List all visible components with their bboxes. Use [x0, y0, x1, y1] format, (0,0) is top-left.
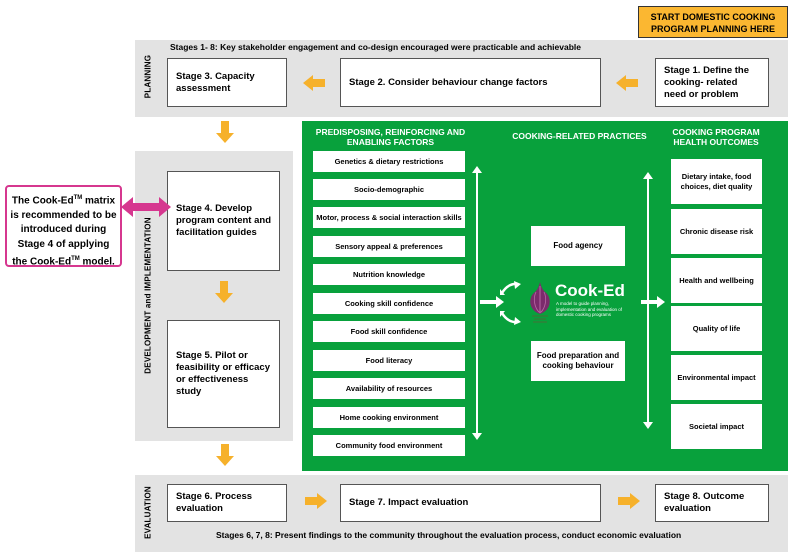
factor-item: Genetics & dietary restrictions	[313, 151, 465, 172]
arrow-right-7-to-8	[630, 493, 640, 509]
callout-tm-2: TM	[71, 256, 80, 263]
factor-item: Home cooking environment	[313, 407, 465, 428]
practices-heading: COOKING-RELATED PRACTICES	[512, 131, 647, 141]
factors-arrow-line	[476, 172, 478, 433]
logo-title: Cook-Ed	[555, 281, 625, 300]
practices-to-outcomes-arrow	[641, 296, 665, 308]
cook-ed-matrix-callout: The Cook-EdTM matrix is recommended to b…	[5, 185, 122, 268]
arrow-stem-7-to-8	[618, 497, 630, 505]
arrow-down-1	[216, 133, 234, 143]
outcomes-arrow-bottom	[643, 422, 653, 429]
factor-item: Nutrition knowledge	[313, 264, 465, 285]
arrow-left-2-to-3	[303, 75, 313, 91]
arrow-left-1-to-2	[616, 75, 626, 91]
arrow-down-3	[216, 456, 234, 466]
outcome-item: Societal impact	[671, 404, 762, 449]
factor-item: Food literacy	[313, 350, 465, 371]
callout-tm-1: TM	[73, 195, 83, 201]
outcomes-arrow-line	[647, 178, 649, 422]
top-note: Stages 1- 8: Key stakeholder engagement …	[170, 42, 581, 52]
start-line-2: PROGRAM PLANNING HERE	[650, 24, 775, 34]
stage-5-text: Stage 5. Pilot or feasibility or efficac…	[176, 350, 270, 397]
callout-line-5b: model.	[79, 256, 115, 268]
factor-item: Motor, process & social interaction skil…	[313, 207, 465, 228]
factors-arrow-top	[472, 166, 482, 173]
outcomes-heading: COOKING PROGRAM HEALTH OUTCOMES	[672, 127, 760, 147]
arrow-stem-6-to-7	[305, 497, 317, 505]
stage-2-box: Stage 2. Consider behaviour change facto…	[340, 58, 601, 107]
factor-item: Socio-demographic	[313, 179, 465, 200]
onion-icon	[530, 282, 550, 323]
arrow-stem-2-to-3	[313, 79, 325, 87]
stage-8-box: Stage 8. Outcome evaluation	[655, 484, 769, 522]
outcomes-arrow-top	[643, 172, 653, 179]
factor-item: Community food environment	[313, 435, 465, 456]
stage-2-text: Stage 2. Consider behaviour change facto…	[349, 76, 548, 88]
stage-4-box: Stage 4. Develop program content and fac…	[167, 171, 280, 271]
stage-8-text: Stage 8. Outcome evaluation	[664, 491, 745, 514]
factors-arrow-bottom	[472, 433, 482, 440]
cycle-arrow-top	[500, 281, 521, 295]
arrow-right-6-to-7	[317, 493, 327, 509]
callout-line-2: is recommended to be	[10, 209, 117, 221]
stage-6-text: Stage 6. Process evaluation	[176, 491, 253, 514]
logo-tagline: A model to guide planning, implementatio…	[556, 301, 623, 317]
callout-line-1: The Cook-Ed	[11, 195, 74, 207]
stage-5-box: Stage 5. Pilot or feasibility or efficac…	[167, 320, 280, 428]
arrow-stem-1-to-2	[626, 79, 638, 87]
factors-to-practices-arrow	[480, 296, 504, 308]
stage-1-box: Stage 1. Define the cooking- related nee…	[655, 58, 769, 107]
evaluation-label: EVALUATION	[143, 486, 153, 539]
arrow-stem-down-3	[221, 444, 229, 456]
arrow-stem-down-2	[220, 281, 228, 293]
outcome-item: Chronic disease risk	[671, 209, 762, 254]
bottom-note: Stages 6, 7, 8: Present findings to the …	[216, 530, 682, 540]
arrow-stem-down-1	[221, 121, 229, 133]
outcome-item: Quality of life	[671, 306, 762, 351]
factor-item: Food skill confidence	[313, 321, 465, 342]
practice-food-preparation: Food preparation and cooking behaviour	[531, 341, 625, 381]
callout-line-1b: matrix	[82, 195, 116, 207]
factor-item: Sensory appeal & preferences	[313, 236, 465, 257]
outcome-item: Dietary intake, food choices, diet quali…	[671, 159, 762, 204]
planning-label: PLANNING	[143, 54, 153, 99]
start-here-box: START DOMESTIC COOKING PROGRAM PLANNING …	[638, 6, 788, 38]
stage-3-box: Stage 3. Capacity assessment	[167, 58, 287, 107]
stage-6-box: Stage 6. Process evaluation	[167, 484, 287, 522]
stage-1-text: Stage 1. Define the cooking- related nee…	[664, 64, 749, 100]
arrow-down-2	[215, 293, 233, 303]
cook-ed-logo: Cook-Ed A model to guide planning, imple…	[525, 280, 635, 326]
stage-7-box: Stage 7. Impact evaluation	[340, 484, 601, 522]
practice-food-agency: Food agency	[531, 226, 625, 266]
cycle-arrow-bottom	[500, 311, 521, 325]
stage-3-text: Stage 3. Capacity assessment	[176, 70, 255, 94]
factor-item: Availability of resources	[313, 378, 465, 399]
outcome-item: Health and wellbeing	[671, 258, 762, 303]
magenta-double-arrow	[121, 197, 171, 217]
start-line-1: START DOMESTIC COOKING	[650, 12, 776, 22]
callout-line-4: Stage 4 of applying	[17, 238, 110, 250]
development-label: DEVELOPMENT and IMPLEMENTATION	[143, 217, 153, 374]
outcome-item: Environmental impact	[671, 355, 762, 400]
callout-line-3: introduced during	[20, 224, 107, 236]
factor-item: Cooking skill confidence	[313, 293, 465, 314]
stage-4-text: Stage 4. Develop program content and fac…	[176, 203, 272, 238]
stage-7-text: Stage 7. Impact evaluation	[349, 497, 469, 508]
callout-line-5a: the Cook-Ed	[12, 256, 72, 268]
factors-heading: PREDISPOSING, REINFORCING AND ENABLING F…	[315, 127, 466, 147]
